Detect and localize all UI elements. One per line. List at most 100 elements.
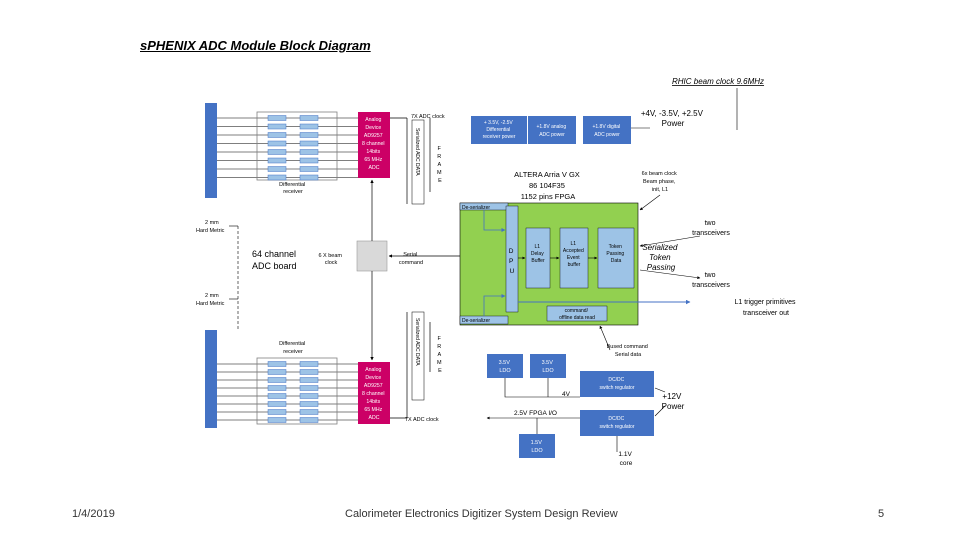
- accepted-buffer-label: L1 Accepted Event buffer: [563, 241, 585, 268]
- accepted-buffer-box: [559, 227, 589, 289]
- digital-power-label: +1.8V digital ADC power: [592, 124, 621, 138]
- receiver-driver: [299, 115, 319, 121]
- receiver-driver: [299, 401, 319, 407]
- 4v-label: 4V: [562, 391, 571, 398]
- ldo-15-label: 1.5V LDO: [531, 440, 544, 454]
- serialized-token-label: Serialized Token Passing: [642, 243, 679, 272]
- upper-adc-label: Analog Device AD9257 8 channel 14bits 65…: [362, 117, 386, 171]
- page-title: sPHENIX ADC Module Block Diagram: [140, 38, 371, 53]
- receiver-amp: [267, 417, 287, 423]
- lower-adc-label: Analog Device AD9257 8 channel 14bits 65…: [362, 367, 386, 421]
- two-transceivers-bottom-label: two transceivers: [692, 272, 730, 289]
- upper-adc-section: Analog Device AD9257 8 channel 14bits 65…: [205, 103, 445, 205]
- bused-command-line: [599, 325, 611, 351]
- l1-delay-box: [525, 227, 551, 289]
- 12v-to-dcdc-top: [654, 387, 666, 393]
- lower-serialized-bar: [411, 311, 425, 401]
- two-transceivers-top-label: two transceivers: [692, 220, 730, 237]
- receiver-amp: [267, 140, 287, 147]
- l1-delay-label: L1 Delay Buffer: [531, 244, 545, 264]
- power-top-label: +4V, -3.5V, +2.5V Power: [641, 109, 705, 128]
- receiver-driver: [299, 409, 319, 415]
- fpga-io-label: 2.5V FPGA I/O: [514, 410, 557, 417]
- hard-metric-top-label: 2 mm Hard Metric: [196, 220, 225, 234]
- lower-diff-receiver-label: Differential receiver: [279, 341, 307, 355]
- rhic-clock-label: RHIC beam clock 9.6MHz: [672, 77, 764, 86]
- receiver-amp: [267, 157, 287, 164]
- diff-receiver-power-box: [471, 116, 527, 144]
- serial-command-label: Serial command: [399, 252, 423, 266]
- transceivers-top-arrow: [639, 235, 701, 248]
- receiver-driver: [299, 393, 319, 399]
- clock-fanout-box: [356, 240, 388, 272]
- ldo-35-left-box: [487, 354, 523, 378]
- core-11-label: 1.1V core: [618, 451, 633, 467]
- upper-diff-receiver-label: Differential receiver: [279, 182, 307, 195]
- l1-trigger-label: L1 trigger primitives transceiver out: [734, 299, 797, 317]
- upper-channel-lines: [217, 115, 358, 181]
- receiver-amp: [267, 149, 287, 155]
- lower-channel-lines: [217, 361, 358, 423]
- receiver-amp: [267, 409, 287, 415]
- beam-clock-right-line: [639, 194, 661, 211]
- dcdc-top-box: [580, 371, 654, 397]
- receiver-driver: [299, 157, 319, 164]
- receiver-amp: [267, 123, 287, 130]
- upper-clock-label: 7X ADC clock: [411, 114, 445, 120]
- upper-adc-chip: [358, 112, 390, 178]
- deser-top-to-dpu: [483, 210, 506, 232]
- receiver-amp: [267, 115, 287, 121]
- receiver-driver: [299, 140, 319, 147]
- receiver-driver: [299, 123, 319, 130]
- hard-metric-bottom-label: 2 mm Hard Metric: [196, 293, 225, 307]
- receiver-amp: [267, 369, 287, 375]
- analog-power-box: [528, 116, 576, 144]
- command-readout-label: command/ offline data read: [559, 308, 595, 321]
- lower-clock-label: 7X ADC clock: [405, 417, 439, 423]
- dpu-label: D P U: [509, 248, 516, 275]
- receiver-driver: [299, 361, 319, 367]
- ldo-35-right-label: 3.5V LDO: [542, 360, 555, 374]
- lower-adc-section: Analog Device AD9257 8 channel 14bits 65…: [205, 311, 443, 428]
- digital-power-box: [583, 116, 631, 144]
- deserializer-top-label: De-serializer: [462, 205, 490, 211]
- plus-12v-label: +12V Power: [662, 392, 685, 411]
- receiver-amp: [267, 385, 287, 391]
- beam-clock-right-label: 6x beam clock Beam phase, init, L1: [642, 171, 679, 193]
- receiver-amp: [267, 401, 287, 407]
- receiver-driver: [299, 149, 319, 155]
- receiver-amp: [267, 361, 287, 367]
- receiver-amp: [267, 174, 287, 181]
- upper-frame-label: F R A M E: [437, 146, 443, 184]
- footer-date: 1/4/2019: [72, 508, 115, 520]
- receiver-driver: [299, 377, 319, 383]
- receiver-driver: [299, 369, 319, 375]
- dcdc-bottom-box: [580, 410, 654, 436]
- receiver-amp: [267, 132, 287, 138]
- footer-title: Calorimeter Electronics Digitizer System…: [345, 508, 618, 520]
- deser-bottom-to-dpu: [483, 294, 506, 316]
- adc-board-label: 64 channel ADC board: [252, 249, 299, 271]
- dcdc-bottom-label: DC/DC switch regulator: [599, 416, 634, 430]
- fpga-label: ALTERA Arria V GX 86 104F35 1152 pins FP…: [514, 170, 582, 201]
- lower-serialized-label: Serialized ADC DATA: [414, 318, 420, 366]
- lower-adc-chip: [358, 362, 390, 424]
- receiver-amp: [267, 393, 287, 399]
- upper-connector: [205, 103, 217, 198]
- diff-receiver-power-label: + 3.5V, -2.5V Differential receiver powe…: [483, 120, 516, 140]
- upper-serialized-bar: [411, 119, 425, 205]
- token-passing-box: [597, 227, 635, 289]
- dcdc-top-label: DC/DC switch regulator: [599, 377, 634, 391]
- lower-receiver-bank: [256, 357, 338, 425]
- dpu-block: [505, 205, 519, 313]
- deserializer-bottom-label: De-serializer: [462, 318, 490, 324]
- bused-command-label: Bused command Serial data: [607, 344, 650, 358]
- lower-frame-label: F R A M E: [437, 336, 443, 374]
- beam-clock-label: 6 X beam clock: [318, 253, 343, 266]
- ldo-15-box: [519, 434, 555, 458]
- upper-serialized-label: Serialized ADC DATA: [414, 128, 420, 176]
- lower-connector: [205, 330, 217, 428]
- page-number: 5: [878, 508, 885, 520]
